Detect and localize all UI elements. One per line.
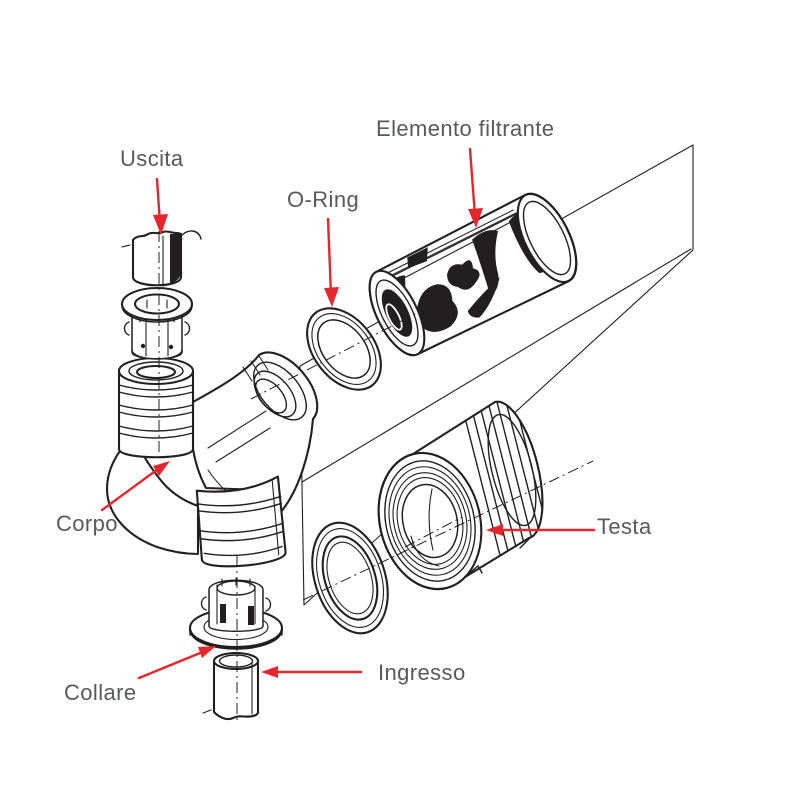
inlet-pipe-drawing xyxy=(202,651,260,721)
label-o-ring: O-Ring xyxy=(287,187,360,212)
head-cap-drawing xyxy=(377,400,544,591)
filter-element-drawing xyxy=(368,192,578,357)
testa-arrow xyxy=(486,524,596,536)
elemento-filtrante-arrow xyxy=(468,147,483,228)
thread-snout xyxy=(242,355,307,421)
o-ring-small-drawing xyxy=(306,307,382,391)
outlet-port xyxy=(117,356,195,459)
centerlines xyxy=(158,231,594,722)
outlet-pipe-stub-drawing xyxy=(121,230,202,287)
label-corpo: Corpo xyxy=(56,511,118,536)
uscita-arrow xyxy=(153,177,168,235)
label-collare: Collare xyxy=(64,680,137,705)
label-testa: Testa xyxy=(597,514,652,539)
label-elemento-filtrante: Elemento filtrante xyxy=(376,116,555,141)
corpo-arrow xyxy=(100,461,170,512)
valve-body-drawing xyxy=(105,351,319,568)
o-ring-arrow xyxy=(324,217,339,307)
ingresso-arrow xyxy=(261,666,363,678)
collar-top-drawing xyxy=(120,286,194,360)
label-ingresso: Ingresso xyxy=(378,660,466,685)
collar-bottom-drawing xyxy=(188,577,284,650)
bottom-port xyxy=(195,475,287,568)
pointer-arrows xyxy=(100,147,596,680)
collare-arrow xyxy=(137,646,216,680)
label-uscita: Uscita xyxy=(120,146,184,171)
